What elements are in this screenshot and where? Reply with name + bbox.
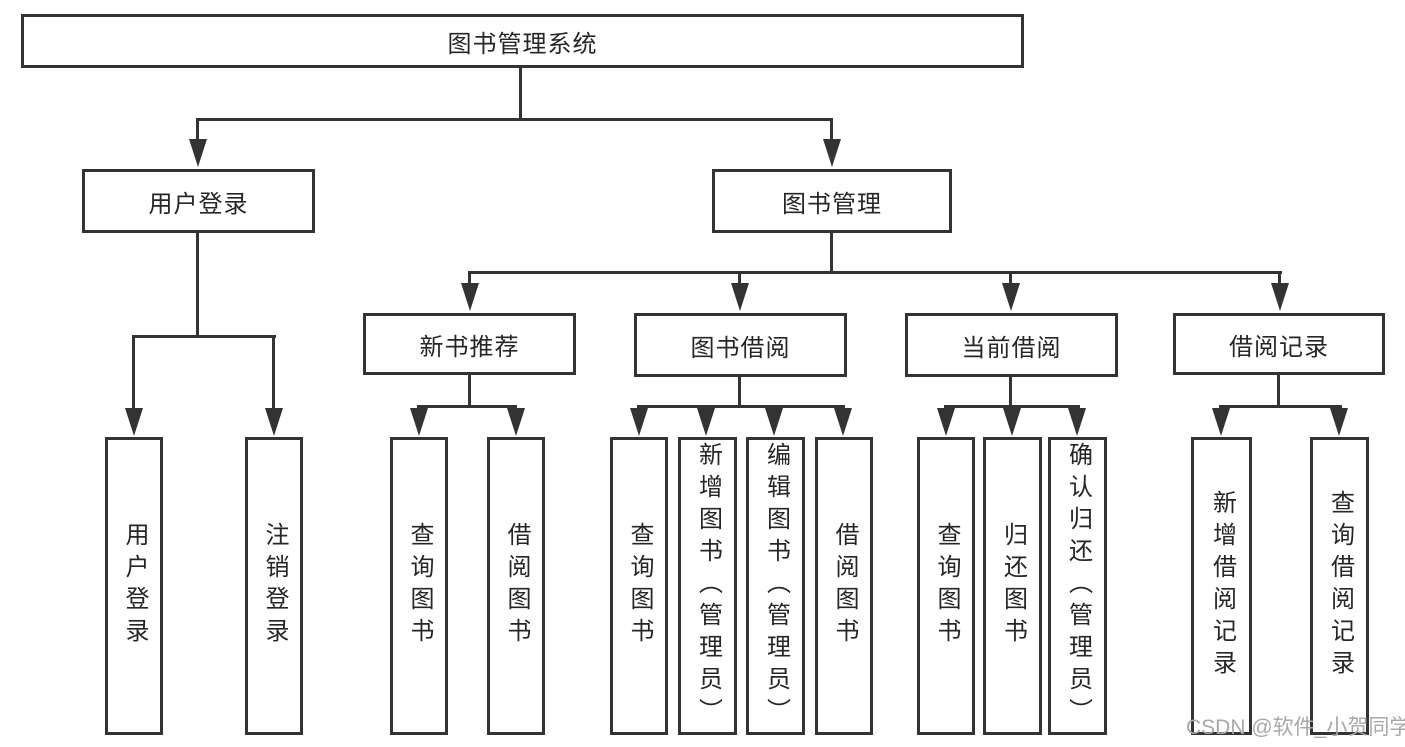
leaf-borrow-query-books: 查询图书	[610, 437, 668, 735]
leaf-label: 查询图书	[406, 522, 433, 650]
node-label: 图书管理	[782, 190, 882, 218]
leaf-label: 确认归还（管理员）	[1064, 442, 1092, 730]
node-label: 图书管理系统	[447, 30, 598, 58]
leaf-label: 编辑图书（管理员）	[762, 442, 790, 730]
connector	[519, 66, 522, 120]
leaf-label: 查询借阅记录	[1326, 490, 1354, 682]
node-label: 用户登录	[148, 190, 249, 218]
leaf-label: 借阅图书	[503, 522, 530, 650]
leaf-label: 新增图书（管理员）	[694, 442, 722, 730]
arrowhead-icon	[1271, 283, 1289, 311]
leaf-current-return-books: 归还图书	[983, 437, 1042, 735]
connector	[738, 377, 741, 408]
arrowhead-icon	[461, 283, 479, 311]
connector	[1009, 271, 1012, 285]
connector	[830, 118, 833, 142]
leaf-label: 查询图书	[933, 522, 960, 650]
connector	[132, 335, 135, 410]
connector	[738, 271, 741, 285]
arrowhead-icon	[410, 408, 428, 436]
connector	[637, 405, 845, 408]
arrowhead-icon	[1003, 408, 1021, 436]
connector	[272, 335, 275, 410]
connector	[1009, 377, 1012, 408]
arrowhead-icon	[125, 408, 143, 436]
node-label: 图书借阅	[690, 334, 791, 362]
connector	[468, 271, 471, 285]
leaf-label: 用户登录	[121, 522, 148, 650]
connector	[944, 405, 1080, 408]
leaf-logout: 注销登录	[245, 437, 303, 735]
node-book-borrow: 图书借阅	[634, 313, 847, 377]
connector	[468, 375, 471, 408]
leaf-borrow-edit-books-admin: 编辑图书（管理员）	[746, 437, 805, 735]
arrowhead-icon	[765, 408, 783, 436]
arrowhead-icon	[1212, 408, 1230, 436]
arrowhead-icon	[697, 408, 715, 436]
node-book-management-group: 图书管理	[712, 169, 952, 233]
arrowhead-icon	[630, 408, 648, 436]
arrowhead-icon	[1002, 283, 1020, 311]
leaf-label: 注销登录	[261, 522, 288, 650]
leaf-records-query-record: 查询借阅记录	[1310, 437, 1369, 735]
connector	[1278, 271, 1281, 285]
node-current-borrow: 当前借阅	[905, 313, 1118, 377]
connector	[468, 271, 1282, 274]
connector	[1277, 375, 1280, 408]
node-root: 图书管理系统	[21, 14, 1024, 68]
leaf-current-query-books: 查询图书	[917, 437, 975, 735]
arrowhead-icon	[1068, 408, 1086, 436]
watermark: CSDN @软件_小贺同学	[1186, 716, 1405, 739]
leaf-label: 查询图书	[626, 522, 653, 650]
leaf-user-login: 用户登录	[105, 437, 163, 735]
node-label: 当前借阅	[961, 334, 1062, 362]
leaf-label: 归还图书	[999, 522, 1027, 650]
connector	[417, 405, 517, 408]
leaf-borrow-add-books-admin: 新增图书（管理员）	[678, 437, 737, 735]
arrowhead-icon	[189, 139, 207, 167]
connector	[1219, 405, 1342, 408]
leaf-records-add-record: 新增借阅记录	[1191, 437, 1252, 735]
arrowhead-icon	[731, 283, 749, 311]
leaf-label: 新增借阅记录	[1208, 490, 1236, 682]
arrowhead-icon	[937, 408, 955, 436]
connector	[830, 231, 833, 273]
arrowhead-icon	[823, 139, 841, 167]
connector	[196, 118, 199, 142]
arrowhead-icon	[265, 408, 283, 436]
node-borrow-records: 借阅记录	[1173, 313, 1385, 375]
leaf-recommend-query-books: 查询图书	[390, 437, 448, 735]
connector	[196, 231, 199, 337]
arrowhead-icon	[834, 408, 852, 436]
leaf-label: 借阅图书	[831, 522, 858, 650]
arrowhead-icon	[1330, 408, 1348, 436]
node-label: 借阅记录	[1229, 333, 1329, 361]
leaf-recommend-borrow-books: 借阅图书	[487, 437, 545, 735]
node-label: 新书推荐	[419, 333, 520, 361]
connector	[133, 335, 276, 338]
node-user-login-group: 用户登录	[82, 169, 315, 233]
leaf-borrow-borrow-books: 借阅图书	[815, 437, 873, 735]
connector	[196, 118, 833, 121]
arrowhead-icon	[507, 408, 525, 436]
leaf-current-confirm-return-admin: 确认归还（管理员）	[1048, 437, 1107, 735]
node-new-book-recommend: 新书推荐	[363, 313, 576, 375]
